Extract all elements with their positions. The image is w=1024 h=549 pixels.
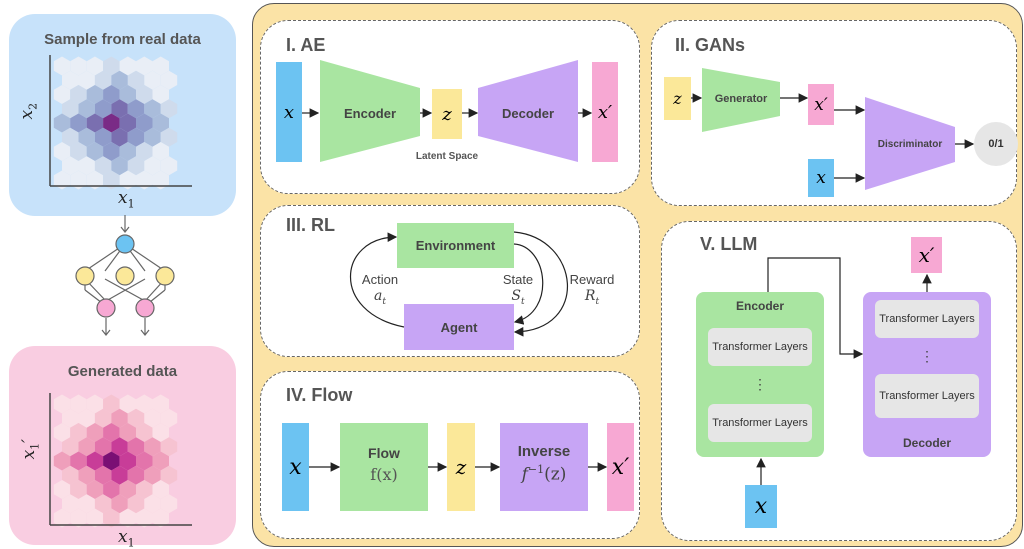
gans-fake-box — [808, 84, 834, 125]
llm-input-label: x — [754, 494, 768, 519]
ae-latent-box — [432, 89, 462, 139]
gans-output-circle — [974, 122, 1018, 166]
gans-noise-box — [664, 77, 691, 120]
rl-title: III. RL — [286, 215, 335, 235]
flow-latent-label: z — [455, 455, 467, 479]
gans-generator-label: Generator — [714, 93, 768, 105]
ae-decoder-shape — [478, 60, 578, 162]
network-hidden-node — [155, 266, 175, 286]
ae-input-box — [276, 62, 302, 162]
flow-output-box — [607, 423, 634, 511]
network-output-node — [96, 298, 116, 318]
llm-decoder-layer-top: Transformer Layers — [875, 300, 979, 338]
gen-xlabel: x1 — [118, 527, 135, 549]
rl-state-label: State St — [502, 272, 534, 307]
llm-encoder-label: Encoder — [735, 299, 784, 313]
llm-encoder-layer-top: Transformer Layers — [708, 328, 812, 366]
ae-encoder-label: Encoder — [343, 105, 396, 121]
llm-encoder-dots: ⋮ — [753, 375, 767, 392]
rl-action-label: Action at — [361, 272, 399, 307]
gans-fake-label: x′ — [814, 94, 828, 115]
ae-output-label: x′ — [597, 101, 613, 123]
rl-agent-label: Agent — [440, 319, 478, 335]
network-hidden-node — [115, 266, 135, 286]
gans-title: II. GANs — [675, 35, 746, 55]
network-input-node — [115, 234, 135, 254]
llm-output-label: x′ — [918, 243, 935, 267]
rl-agent-box — [404, 304, 514, 350]
llm-decoder-layer-bottom: Transformer Layers — [875, 374, 979, 418]
real-data-hexplot — [49, 55, 192, 528]
llm-decoder-label: Decoder — [902, 436, 952, 450]
flow-forward-label: Flow f(x) — [368, 445, 400, 484]
flow-inverse-box — [500, 423, 588, 511]
generated-data-title: Generated data — [67, 363, 178, 380]
llm-output-box — [911, 237, 942, 273]
ae-latent-label: z — [442, 103, 452, 125]
llm-encoder-layer-bottom: Transformer Layers — [708, 404, 812, 442]
gans-real-box — [808, 159, 834, 197]
llm-title: V. LLM — [700, 234, 758, 254]
llm-input-box — [745, 485, 777, 528]
ae-title: I. AE — [286, 35, 326, 55]
flow-latent-box — [447, 423, 475, 511]
gans-discriminator-label: Discriminator — [877, 138, 943, 150]
gans-discriminator-shape — [865, 97, 955, 190]
ae-decoder-label: Decoder — [501, 105, 555, 121]
real-xlabel: x1 — [118, 188, 135, 211]
flow-input-label: x — [289, 454, 302, 480]
ae-input-label: x — [283, 101, 295, 123]
ae-output-box — [592, 62, 618, 162]
rl-reward-label: Reward Rt — [569, 272, 615, 307]
real-data-title: Sample from real data — [44, 31, 201, 48]
flow-output-label: x′ — [611, 454, 630, 480]
gans-real-label: x — [816, 168, 826, 188]
rl-environment-box — [397, 223, 514, 268]
rl-environment-label: Environment — [415, 238, 496, 253]
ae-latent-space-caption: Latent Space — [415, 150, 479, 162]
llm-decoder-dots: ⋮ — [920, 347, 934, 364]
flow-title: IV. Flow — [286, 385, 353, 405]
flow-inverse-label: Inverse f−1(z) — [517, 443, 571, 485]
network-output-node — [135, 298, 155, 318]
flow-input-box — [282, 423, 309, 511]
gans-generator-shape — [702, 68, 780, 132]
gans-output-label: 0/1 — [988, 138, 1004, 150]
ae-encoder-shape — [320, 60, 420, 162]
gans-noise-label: z — [673, 89, 682, 108]
flow-forward-box — [340, 423, 428, 511]
network-hidden-node — [75, 266, 95, 286]
